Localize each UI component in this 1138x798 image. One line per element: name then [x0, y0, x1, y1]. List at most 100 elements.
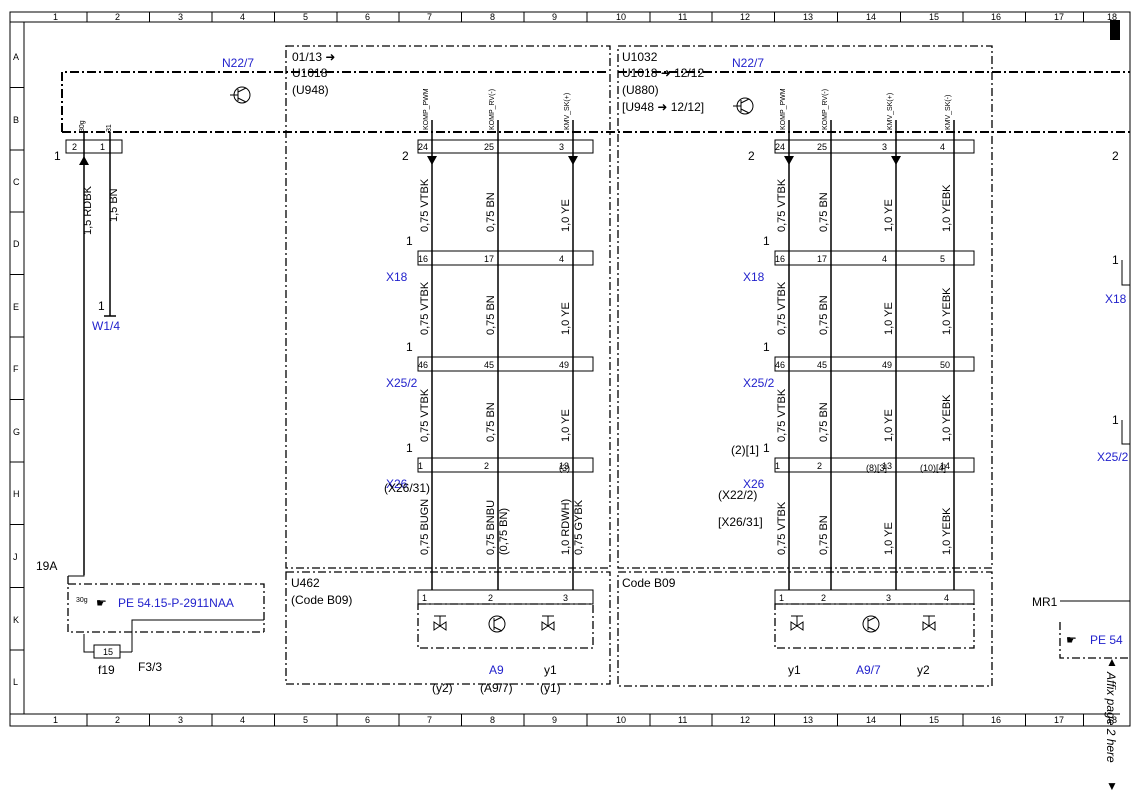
wire-label-rdbk: 1,5 RDBK	[82, 185, 94, 235]
row-label: C	[13, 177, 20, 187]
row-label: H	[13, 489, 20, 499]
col-label-bottom: 2	[115, 715, 120, 725]
col-label-top: 14	[866, 12, 876, 22]
connector-pin: 16	[775, 254, 785, 264]
connector-pin: 4	[882, 254, 887, 264]
connector-pin: 46	[775, 360, 785, 370]
connector-pin: 13	[559, 461, 569, 471]
j19-label: 19A	[36, 559, 57, 573]
mr1-pe: PE 54	[1090, 633, 1123, 647]
connector-x18	[417, 250, 594, 266]
col-label-top: 11	[678, 12, 687, 22]
left-pin-2: 1	[100, 142, 105, 152]
side-arrow-top-icon: ▲	[1106, 655, 1118, 669]
block-a-h2: U1018	[292, 66, 328, 80]
n22-label-left: N22/7	[222, 56, 254, 70]
connector-label-x26: X26	[743, 477, 765, 491]
left-connector	[65, 139, 123, 154]
col-label-top: 7	[427, 12, 432, 22]
col-label-top: 13	[803, 12, 813, 22]
wire-label-4: 0,75 BNBU	[485, 500, 497, 555]
col-label-top: 4	[240, 12, 245, 22]
mr1-box	[1059, 622, 1130, 659]
side-note: Affix page 2 here	[1104, 671, 1118, 763]
ctrl-pin: 4	[940, 142, 945, 152]
a9-label: A9	[489, 663, 504, 677]
right-x252-bracket	[1121, 420, 1130, 445]
page-tag-icon	[1110, 20, 1120, 40]
wire-label-3: 1,0 YE	[560, 409, 572, 442]
wire-label-4b: 0,75 GYBK	[573, 499, 585, 555]
connector-pin: 50	[940, 360, 950, 370]
wire-label-1: 0,75 BN	[485, 192, 497, 232]
col-label-top: 5	[303, 12, 308, 22]
u462-code: (Code B09)	[291, 593, 352, 607]
connector-num: 1	[763, 340, 770, 354]
connector-pin: 2	[484, 461, 489, 471]
connector-label-x252: X25/2	[743, 376, 775, 390]
col-label-top: 6	[365, 12, 370, 22]
row-label: F	[13, 364, 19, 374]
row-label: J	[13, 552, 18, 562]
connector-label-x18: X18	[386, 270, 408, 284]
output-arrow-icon	[784, 156, 794, 165]
wire-label-1: 0,75 VTBK	[419, 178, 431, 232]
component-box	[417, 603, 594, 649]
mr1-label: MR1	[1032, 595, 1058, 609]
block-b-h2: U1018 ➜ 12/12	[622, 66, 704, 80]
component-pin: 1	[422, 593, 427, 603]
block-b-h1: U1032	[622, 50, 658, 64]
ctrl-pin: 25	[484, 142, 494, 152]
block-a-frame	[285, 45, 611, 569]
connector-num: 1	[763, 441, 770, 455]
component-pin: 1	[779, 593, 784, 603]
connector-num: 1	[406, 340, 413, 354]
block-b-h3: (U880)	[622, 83, 659, 97]
col-label-bottom: 7	[427, 715, 432, 725]
left-arrow-icon	[79, 156, 89, 165]
side-arrow-bottom-icon: ▼	[1106, 779, 1118, 793]
col-label-bottom: 15	[929, 715, 939, 725]
component-pin: 3	[886, 593, 891, 603]
block-b-frame	[617, 45, 993, 569]
col-label-bottom: 14	[866, 715, 876, 725]
x26-num-alt-b: (2)[1]	[731, 443, 759, 457]
wire-label-3: 0,75 BN	[485, 402, 497, 442]
drawing-frame	[9, 11, 1131, 727]
component-pin: 3	[563, 593, 568, 603]
row-label: A	[13, 52, 19, 62]
col-label-top: 18	[1107, 12, 1117, 22]
wire-label-2: 1,0 YE	[560, 302, 572, 335]
ctrl-signal: KOMP_RV(-)	[822, 89, 829, 130]
block-a-h1: 01/13 ➜	[292, 50, 335, 64]
col-label-top: 12	[740, 12, 750, 22]
transistor-leads	[867, 616, 877, 632]
connector-pin: 17	[484, 254, 494, 264]
connector-label-x26: X26	[386, 477, 408, 491]
valve-icon	[922, 615, 936, 631]
connector-pin: 14	[940, 461, 950, 471]
y2-label-b: y2	[917, 663, 930, 677]
connector-pin: 17	[817, 254, 827, 264]
wire-label-4: 1,0 YEBK	[941, 507, 953, 555]
output-arrow-icon	[427, 156, 437, 165]
connector-pin: 45	[484, 360, 494, 370]
connector-x18	[774, 250, 975, 266]
y2-alt: (y2)	[432, 681, 453, 695]
right-x18-num: 1	[1112, 253, 1119, 267]
col-label-bottom: 18	[1107, 715, 1117, 725]
pe-box-left	[67, 576, 264, 633]
x26-alt: (X26/31)	[384, 481, 430, 495]
connector-pin: 4	[559, 254, 564, 264]
connector-pin: 13	[882, 461, 892, 471]
x26-pin-alt: (3)	[559, 463, 570, 473]
valve-icon	[433, 615, 447, 631]
wire-label-4: 1,0 YE	[883, 522, 895, 555]
n22-box-left-top	[61, 71, 608, 132]
ctrl-signal: KMV_SK(-)	[945, 95, 952, 130]
right-x18-bracket	[1121, 260, 1130, 286]
connector-pin: 5	[940, 254, 945, 264]
col-label-bottom: 11	[678, 715, 687, 725]
col-label-bottom: 12	[740, 715, 750, 725]
